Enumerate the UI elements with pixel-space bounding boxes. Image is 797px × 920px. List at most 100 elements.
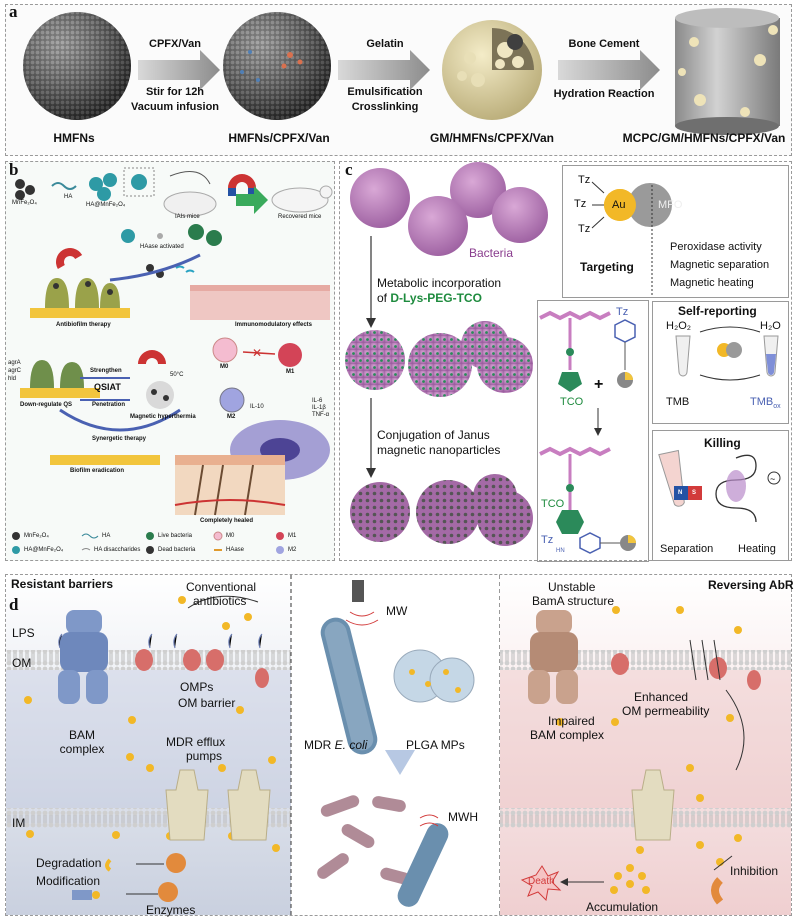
panel-c-label: c	[345, 160, 353, 179]
label-magnetic-separation: Magnetic separation	[670, 259, 770, 271]
legend-m2: M2	[288, 547, 297, 553]
arrow-step-2	[338, 50, 430, 90]
label-inhibition: Inhibition	[730, 864, 779, 878]
bam-complex	[58, 610, 108, 704]
legend-ha-disaccharides: HA disaccharides	[94, 547, 141, 553]
label-impaired2: BAM complex	[530, 728, 605, 742]
svg-text:✕: ✕	[252, 346, 262, 360]
targeting-box	[562, 165, 789, 298]
panel-c-graphics: ~	[345, 162, 781, 554]
label-magnetic-hyperthermia: Magnetic hyperthermia	[130, 414, 196, 420]
hmfn-sphere	[23, 12, 131, 120]
label-tco-top: TCO	[560, 396, 584, 408]
label-conj2: magnetic nanoparticles	[377, 443, 501, 457]
label-strengthen: Strengthen	[90, 368, 122, 374]
label-penetration: Penetration	[92, 402, 126, 408]
label-modification: Modification	[36, 874, 101, 888]
label-degradation: Degradation	[36, 856, 102, 870]
legend-ha: HA	[102, 533, 111, 539]
stage-label-mcpc: MCPC/GM/HMFNs/CPFX/Van	[622, 131, 786, 145]
label-efflux2: pumps	[186, 749, 223, 763]
panel-a-graphics	[23, 8, 780, 135]
label-haase-activated: HAase activated	[140, 244, 184, 250]
label-tnfa: TNF-α	[312, 412, 330, 418]
step1-line1: CPFX/Van	[149, 38, 201, 50]
label-tz-bottom: Tz	[541, 534, 554, 546]
label-au: Au	[612, 199, 626, 211]
label-of-dlys: of D-Lys-PEG-TCO	[377, 291, 482, 305]
label-heating: Heating	[738, 543, 776, 555]
label-h2o: H₂O	[760, 320, 781, 332]
label-dlys: D-Lys-PEG-TCO	[390, 291, 482, 305]
panel-a-label: a	[9, 2, 18, 21]
label-killing: Killing	[704, 436, 741, 450]
label-accumulation: Accumulation	[586, 900, 659, 914]
label-gene-agrc: agrC	[8, 368, 22, 374]
label-mfo: MFO	[658, 199, 683, 211]
label-h2o2: H₂O₂	[666, 320, 692, 332]
panel-d-label: d	[9, 595, 19, 614]
bone-cement-scaffold	[675, 8, 780, 135]
label-self-reporting: Self-reporting	[678, 304, 757, 318]
label-recovered-mice: Recovered mice	[278, 214, 322, 220]
label-mw: MW	[386, 604, 408, 618]
label-down-regulate: Down-regulate QS	[20, 402, 73, 408]
label-conj1: Conjugation of Janus	[377, 428, 490, 442]
label-plga: PLGA MPs	[406, 738, 465, 752]
step2-line2: Emulsification	[347, 86, 423, 98]
label-ha-top: HA	[64, 194, 73, 200]
left-title: Resistant barriers	[11, 577, 114, 591]
stage-label-gm: GM/HMFNs/CPFX/Van	[429, 131, 555, 145]
label-ha-mnfe2o4: HA@MnFe₂O₄	[86, 202, 126, 208]
step2-line3: Crosslinking	[351, 101, 419, 113]
legend-dead-bacteria: Dead bacteria	[158, 547, 196, 553]
arrow-step-3	[558, 50, 660, 90]
step2-line1: Gelatin	[366, 38, 404, 50]
label-conv2: antibiotics	[193, 594, 247, 608]
label-antibiofilm: Antibiofilm therapy	[56, 322, 111, 328]
label-tz-3: Tz	[578, 223, 591, 235]
stage-label-loaded: HMFNs/CPFX/Van	[228, 131, 330, 145]
loaded-sphere	[223, 12, 331, 120]
label-qsiat: QSIAT	[94, 382, 121, 392]
label-metabolic: Metabolic incorporation	[377, 276, 502, 290]
step1-line3: Vacuum infusion	[130, 101, 220, 113]
label-unstable2: BamA structure	[532, 594, 615, 608]
legend-haase: HAase	[226, 547, 245, 553]
label-bam1: BAM	[68, 728, 96, 742]
panel-b-label: b	[9, 160, 19, 179]
label-m2: M2	[227, 414, 236, 420]
label-targeting: Targeting	[580, 260, 634, 274]
step1-line2: Stir for 12h	[145, 86, 205, 98]
label-enhanced1: Enhanced	[634, 690, 689, 704]
label-mwh: MWH	[448, 810, 478, 824]
label-tmbox: TMBox	[750, 396, 781, 410]
label-tz-2: Tz	[574, 198, 587, 210]
label-magnetic-heating: Magnetic heating	[670, 277, 754, 289]
label-s: S	[692, 490, 697, 496]
label-gene-hld: hld	[8, 376, 17, 382]
label-death: Death	[528, 876, 555, 887]
label-m1: M1	[286, 369, 295, 375]
legend-m0: M0	[226, 533, 235, 539]
label-efflux1: MDR efflux	[166, 735, 226, 749]
tco-schematic	[539, 310, 636, 554]
legend-ha-mnfe2o4: HA@MnFe₂O₄	[24, 547, 64, 553]
label-n: N	[678, 490, 683, 496]
label-completely-healed: Completely healed	[200, 518, 254, 524]
label-mdr-ecoli: MDR E. coli	[304, 738, 367, 752]
label-peroxidase: Peroxidase activity	[670, 241, 762, 253]
label-plus: +	[594, 376, 604, 393]
label-il1b: IL-1β	[312, 405, 326, 411]
label-om: OM	[12, 656, 32, 670]
right-title: Reversing AbR	[708, 578, 794, 592]
label-biofilm-eradication: Biofilm eradication	[70, 468, 125, 474]
panel-b-graphics: ✕	[12, 167, 333, 554]
label-il6: IL-6	[312, 398, 323, 404]
label-ecoli: E. coli	[334, 738, 368, 752]
svg-text:~: ~	[770, 474, 775, 484]
label-tz-1: Tz	[578, 174, 591, 186]
label-immunomodulatory: Immunomodulatory effects	[235, 322, 313, 328]
label-impaired1: Impaired	[548, 714, 595, 728]
